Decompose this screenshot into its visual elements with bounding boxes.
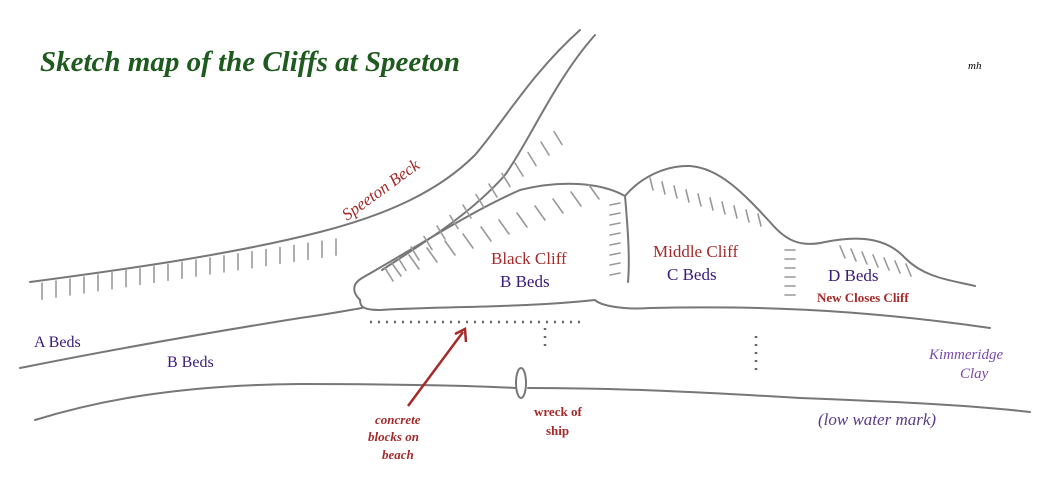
hatch-mark	[449, 214, 459, 230]
hatch-mark	[609, 242, 621, 246]
hatch-mark	[423, 235, 433, 251]
hatch-mark	[426, 247, 438, 263]
middle-cliff-label: Middle Cliff	[653, 242, 739, 261]
concrete-label-2: blocks on	[368, 429, 419, 444]
hatch-mark	[436, 225, 446, 240]
hatch-mark	[552, 198, 564, 214]
hatch-mark	[384, 267, 394, 282]
hatch-mark	[894, 260, 901, 274]
hatch-mark	[733, 205, 738, 219]
hatch-mark	[501, 172, 511, 188]
hatch-mark	[839, 245, 846, 259]
hatch-mark	[905, 263, 912, 277]
cliff-divider	[624, 195, 630, 283]
black-cliff-label: Black Cliff	[491, 249, 567, 268]
hatch-mark	[516, 212, 528, 228]
shore-line	[19, 307, 363, 369]
hatch-mark	[697, 193, 702, 207]
hatch-mark	[480, 226, 492, 242]
black-cliff-beds-label: B Beds	[500, 272, 550, 291]
hatch-mark	[721, 201, 726, 215]
wreck-icon	[515, 367, 527, 399]
hatch-mark	[397, 256, 407, 272]
hatch-mark	[883, 257, 890, 271]
hatch-mark	[745, 209, 750, 223]
concrete-label-1: concrete	[375, 412, 421, 427]
hatch-mark	[540, 141, 550, 156]
arrow-line	[406, 331, 465, 407]
middle-cliff-beds-label: C Beds	[667, 265, 717, 284]
hatch-mark	[609, 262, 621, 266]
cliff-base-line	[359, 299, 991, 329]
hatch-mark	[553, 130, 563, 146]
beck-south-bank	[381, 34, 596, 271]
hatch-mark	[850, 248, 857, 262]
hatch-mark	[709, 197, 714, 211]
hatch-mark	[609, 252, 621, 256]
wreck-label-1: wreck of	[534, 404, 582, 419]
cliff-top-line	[353, 164, 976, 301]
hatch-mark	[570, 191, 582, 207]
hatch-mark	[488, 183, 498, 198]
beach-b-beds-label: B Beds	[167, 354, 214, 371]
hatch-mark	[588, 184, 600, 200]
hatch-mark	[673, 185, 678, 199]
hatch-mark	[527, 151, 537, 167]
author-initials: mh	[968, 60, 982, 72]
concrete-label-3: beach	[382, 447, 414, 462]
new-closes-cliff-label: New Closes Cliff	[817, 290, 909, 305]
d-beds-label: D Beds	[828, 266, 879, 285]
hatch-mark	[408, 254, 420, 270]
low-water-mark-label: (low water mark)	[818, 410, 937, 429]
hatch-mark	[410, 246, 420, 261]
kimmeridge-label-1: Kimmeridge	[929, 347, 1004, 363]
wreck-label-2: ship	[546, 423, 570, 438]
hatch-mark	[609, 222, 621, 226]
hatch-mark	[609, 212, 621, 216]
cliff-hatching	[41, 130, 912, 301]
low-water-line	[34, 383, 1031, 421]
a-beds-label: A Beds	[34, 334, 81, 351]
hatch-mark	[685, 189, 690, 203]
beck-north-bank	[29, 29, 581, 283]
hatch-mark	[462, 204, 472, 219]
hatch-mark	[475, 193, 485, 209]
hatch-mark	[757, 213, 762, 227]
arrow-head-icon	[454, 327, 468, 343]
hatch-mark	[609, 232, 621, 236]
hatch-mark	[444, 240, 456, 256]
hatch-mark	[390, 261, 402, 277]
hatch-mark	[514, 162, 524, 177]
hatch-mark	[462, 233, 474, 249]
hatch-mark	[609, 202, 621, 206]
hatch-mark	[661, 181, 666, 195]
map-title: Sketch map of the Cliffs at Speeton	[40, 46, 460, 78]
hatch-mark	[861, 251, 868, 265]
hatch-mark	[609, 272, 621, 276]
kimmeridge-label-2: Clay	[960, 366, 989, 382]
hatch-mark	[649, 177, 654, 191]
hatch-mark	[534, 205, 546, 221]
hatch-mark	[498, 219, 510, 235]
hatch-mark	[872, 254, 879, 268]
